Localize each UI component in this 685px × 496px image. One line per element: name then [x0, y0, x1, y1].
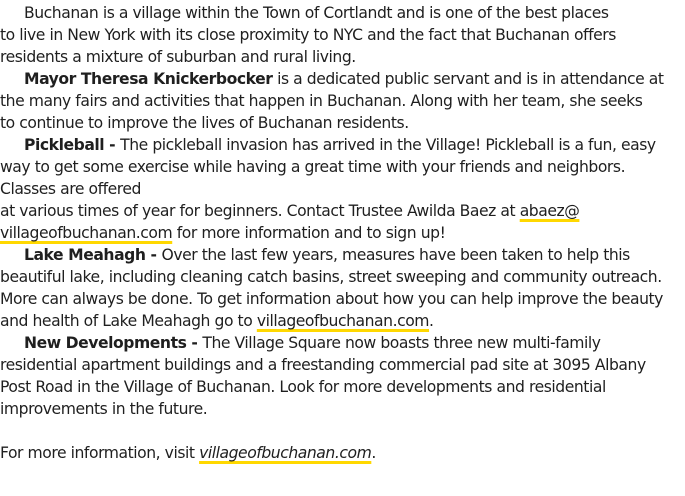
developments-line-1-text: The Village Square now boasts three new … [202, 334, 601, 352]
lake-line-1: Lake Meahagh - Over the last few years, … [0, 244, 685, 266]
pickleball-line-1-text: The pickleball invasion has arrived in t… [120, 136, 656, 154]
email-link-part-2[interactable]: villageofbuchanan.com [0, 224, 173, 242]
lake-line-4-text: and health of Lake Meahagh go to [0, 312, 257, 330]
pickleball-line-4-text: at various times of year for beginners. … [0, 202, 520, 220]
footer-line: For more information, visit villageofbuc… [0, 442, 685, 464]
mayor-line-1: Mayor Theresa Knickerbocker is a dedicat… [0, 68, 685, 90]
document-body: Buchanan is a village within the Town of… [0, 2, 685, 464]
paragraph-developments: New Developments - The Village Square no… [0, 332, 685, 420]
lake-heading: Lake Meahagh - [24, 246, 162, 264]
intro-line-1: Buchanan is a village within the Town of… [24, 4, 609, 22]
footer-paragraph: For more information, visit villageofbuc… [0, 442, 685, 464]
developments-line-1: New Developments - The Village Square no… [0, 332, 685, 354]
pickleball-line-2: way to get some exercise while having a … [0, 158, 626, 176]
paragraph-mayor: Mayor Theresa Knickerbocker is a dedicat… [0, 68, 685, 134]
pickleball-line-5: villageofbuchanan.com for more informati… [0, 222, 685, 244]
mayor-line-3: to continue to improve the lives of Buch… [0, 114, 409, 132]
lake-line-4: and health of Lake Meahagh go to village… [0, 310, 685, 332]
lake-line-3: More can always be done. To get informat… [0, 290, 663, 308]
mayor-line-1-text: is a dedicated public servant and is in … [272, 70, 664, 88]
pickleball-heading: Pickleball - [24, 136, 121, 154]
mayor-heading: Mayor Theresa Knickerbocker [24, 70, 273, 88]
footer-website-link[interactable]: villageofbuchanan.com [199, 444, 372, 462]
pickleball-line-3: Classes are offered [0, 180, 141, 198]
mayor-line-2: the many fairs and activities that happe… [0, 92, 643, 110]
email-link-part-1[interactable]: abaez@ [519, 202, 580, 220]
developments-line-4: improvements in the future. [0, 400, 208, 418]
footer-end: . [371, 444, 376, 462]
developments-line-3: Post Road in the Village of Buchanan. Lo… [0, 378, 606, 396]
developments-heading: New Developments - [24, 334, 203, 352]
lake-line-4-end: . [429, 312, 434, 330]
paragraph-intro: Buchanan is a village within the Town of… [0, 2, 685, 68]
paragraph-pickleball: Pickleball - The pickleball invasion has… [0, 134, 685, 244]
paragraph-spacer [0, 420, 685, 442]
developments-line-2: residential apartment buildings and a fr… [0, 356, 646, 374]
footer-text: For more information, visit [0, 444, 200, 462]
paragraph-lake: Lake Meahagh - Over the last few years, … [0, 244, 685, 332]
pickleball-line-1: Pickleball - The pickleball invasion has… [0, 134, 685, 156]
pickleball-line-4: at various times of year for beginners. … [0, 200, 685, 222]
lake-line-1-text: Over the last few years, measures have b… [161, 246, 631, 264]
intro-line-2: to live in New York with its close proxi… [0, 26, 616, 44]
pickleball-line-5-text: for more information and to sign up! [172, 224, 446, 242]
lake-line-2: beautiful lake, including cleaning catch… [0, 268, 662, 286]
lake-website-link[interactable]: villageofbuchanan.com [256, 312, 430, 330]
intro-line-3: residents a mixture of suburban and rura… [0, 48, 356, 66]
